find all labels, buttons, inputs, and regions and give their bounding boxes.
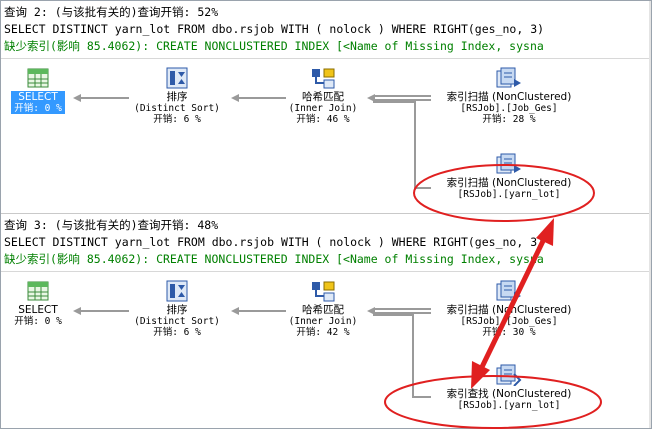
node-sort[interactable]: 排序 (Distinct Sort) 开销: 6 % xyxy=(125,67,229,125)
node-index-scan-job-ges[interactable]: 索引扫描 (NonClustered) [RSJob].[Job_Ges] 开销… xyxy=(431,280,587,338)
plan-connectors xyxy=(73,94,431,189)
missing-index-hint[interactable]: 缺少索引(影响 85.4062): CREATE NONCLUSTERED IN… xyxy=(4,39,544,53)
node-index-scan-job-ges[interactable]: 索引扫描 (NonClustered) [RSJob].[Job_Ges] 开销… xyxy=(431,67,587,125)
hash-match-icon xyxy=(312,68,335,89)
node-select[interactable]: SELECT 开销: 0 % xyxy=(7,280,69,327)
divider xyxy=(1,271,651,272)
index-scan-icon xyxy=(496,280,521,301)
select-grid-icon xyxy=(27,68,49,88)
hash-match-icon xyxy=(312,281,335,302)
node-index-seek-yarn-lot[interactable]: 索引查找 (NonClustered) [RSJob].[yarn_lot] xyxy=(431,364,587,411)
sort-icon xyxy=(166,280,188,302)
select-grid-icon xyxy=(27,281,49,301)
index-scan-icon xyxy=(496,153,521,174)
query-plan-section-2: 查询 2: (与该批有关的)查询开销: 52% SELECT DISTINCT … xyxy=(1,1,651,214)
sort-icon xyxy=(166,67,188,89)
query-header: 查询 2: (与该批有关的)查询开销: 52% xyxy=(4,5,219,19)
index-seek-icon xyxy=(496,364,522,386)
node-select[interactable]: SELECT 开销: 0 % xyxy=(7,67,69,114)
node-sort[interactable]: 排序 (Distinct Sort) 开销: 6 % xyxy=(125,280,229,338)
index-scan-icon xyxy=(496,67,521,88)
node-hash-match[interactable]: 哈希匹配 (Inner Join) 开销: 46 % xyxy=(271,67,375,125)
divider xyxy=(1,58,651,59)
query-plan-section-3: 查询 3: (与该批有关的)查询开销: 48% SELECT DISTINCT … xyxy=(1,214,651,429)
node-hash-match[interactable]: 哈希匹配 (Inner Join) 开销: 42 % xyxy=(271,280,375,338)
vertical-scrollbar[interactable] xyxy=(649,1,651,428)
query-sql: SELECT DISTINCT yarn_lot FROM dbo.rsjob … xyxy=(4,235,545,249)
query-sql: SELECT DISTINCT yarn_lot FROM dbo.rsjob … xyxy=(4,22,545,36)
node-index-scan-yarn-lot[interactable]: 索引扫描 (NonClustered) [RSJob].[yarn_lot] xyxy=(431,153,587,200)
query-header: 查询 3: (与该批有关的)查询开销: 48% xyxy=(4,218,219,232)
missing-index-hint[interactable]: 缺少索引(影响 85.4062): CREATE NONCLUSTERED IN… xyxy=(4,252,544,266)
